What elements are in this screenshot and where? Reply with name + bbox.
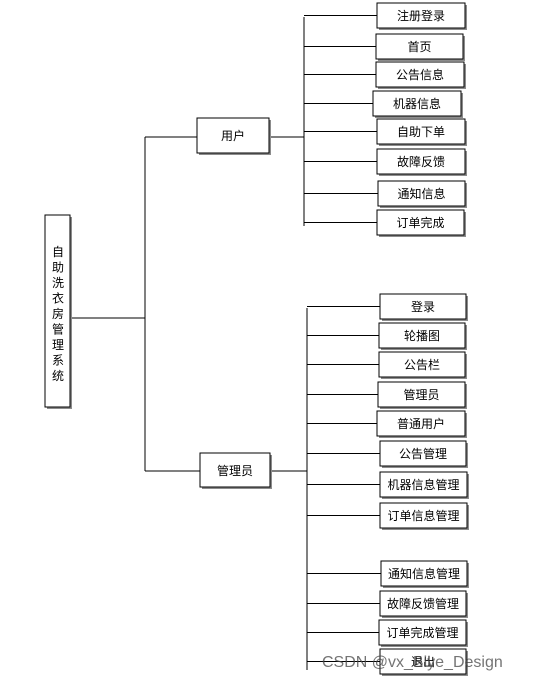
- branch-label-user: 用户: [221, 128, 245, 143]
- user-module-node-label: 故障反馈: [397, 154, 445, 169]
- admin-module-node-box: [380, 560, 468, 587]
- user-module-node-box: [376, 148, 466, 175]
- admin-module-node-box: [378, 351, 466, 378]
- admin-module-node-label: 普通用户: [397, 416, 445, 431]
- admin-module-node-box: [379, 471, 468, 498]
- admin-module-node-label: 通知信息管理: [388, 566, 460, 581]
- watermark-text: CSDN @vx_Biye_Design: [322, 654, 503, 671]
- user-module-node-label: 机器信息: [393, 96, 441, 111]
- admin-module-node-label: 机器信息管理: [387, 477, 459, 492]
- user-module-node-box: [376, 118, 466, 145]
- admin-module-node-label: 订单完成管理: [386, 625, 458, 640]
- user-branch-stubs: [304, 15, 378, 223]
- user-module-node: 订单完成: [376, 209, 466, 237]
- admin-module-node-label: 公告栏: [404, 357, 440, 372]
- user-module-node: 首页: [375, 33, 465, 61]
- user-module-node-box: [376, 209, 465, 236]
- admin-module-node-box: [379, 502, 468, 529]
- admin-module-node: 机器信息管理: [379, 471, 469, 499]
- admin-module-node-box: [379, 293, 467, 320]
- user-module-node-box: [376, 2, 466, 29]
- admin-module-node: 普通用户: [376, 410, 467, 438]
- admin-module-node: 公告栏: [378, 351, 467, 379]
- admin-module-node: 退出: [379, 648, 468, 676]
- admin-module-node-box: [378, 619, 467, 646]
- user-module-node-label: 公告信息: [396, 67, 444, 82]
- admin-module-node: 登录: [379, 293, 468, 321]
- user-module-node: 机器信息: [372, 90, 463, 118]
- user-module-node: 故障反馈: [376, 148, 467, 176]
- admin-module-node-label: 管理员: [403, 387, 439, 402]
- user-module-node: 自助下单: [376, 118, 467, 146]
- branch-node-admin: 管理员: [199, 452, 272, 489]
- user-module-node-box: [377, 180, 466, 207]
- admin-module-node: 公告管理: [379, 440, 468, 468]
- user-module-node-label: 注册登录: [397, 8, 445, 23]
- user-module-node-box: [375, 33, 464, 60]
- user-module-node-label: 首页: [407, 40, 431, 54]
- user-module-node-box: [375, 61, 465, 88]
- user-module-node: 通知信息: [377, 180, 467, 208]
- admin-module-node: 轮播图: [378, 322, 467, 350]
- admin-leaf-nodes: 登录轮播图公告栏管理员普通用户公告管理机器信息管理订单信息管理通知信息管理故障反…: [376, 293, 469, 676]
- root-label: 自助洗衣房管理系统: [52, 245, 64, 383]
- admin-module-node: 订单完成管理: [378, 619, 468, 647]
- admin-module-node-label: 故障反馈管理: [387, 596, 459, 611]
- user-module-node-label: 自助下单: [397, 125, 445, 139]
- admin-module-node-box: [379, 648, 467, 675]
- admin-module-node-box: [377, 381, 466, 408]
- admin-module-node-box: [378, 322, 466, 349]
- admin-module-node-box: [379, 590, 467, 617]
- connector-lines: [70, 17, 308, 670]
- admin-module-node-label: 公告管理: [399, 446, 447, 461]
- user-module-node-label: 通知信息: [397, 186, 445, 201]
- admin-module-node-label: 轮播图: [404, 329, 440, 343]
- admin-module-node-box: [376, 410, 466, 437]
- admin-module-node: 故障反馈管理: [379, 590, 468, 618]
- user-module-node: 公告信息: [375, 61, 466, 89]
- branch-label-admin: 管理员: [217, 463, 253, 478]
- admin-module-node: 通知信息管理: [380, 560, 469, 588]
- root-node: 自助洗衣房管理系统: [44, 214, 72, 409]
- admin-module-node-label: 登录: [411, 299, 435, 314]
- admin-module-node: 订单信息管理: [379, 502, 469, 530]
- branch-node-user: 用户: [196, 117, 271, 155]
- admin-module-node: 管理员: [377, 381, 467, 409]
- user-module-node-box: [372, 90, 462, 117]
- user-module-node-label: 订单完成: [396, 215, 444, 230]
- admin-module-node-box: [379, 440, 467, 467]
- admin-module-node-label: 退出: [411, 655, 435, 669]
- user-module-node: 注册登录: [376, 2, 467, 30]
- admin-module-node-label: 订单信息管理: [387, 508, 459, 523]
- admin-branch-stubs: [307, 306, 381, 662]
